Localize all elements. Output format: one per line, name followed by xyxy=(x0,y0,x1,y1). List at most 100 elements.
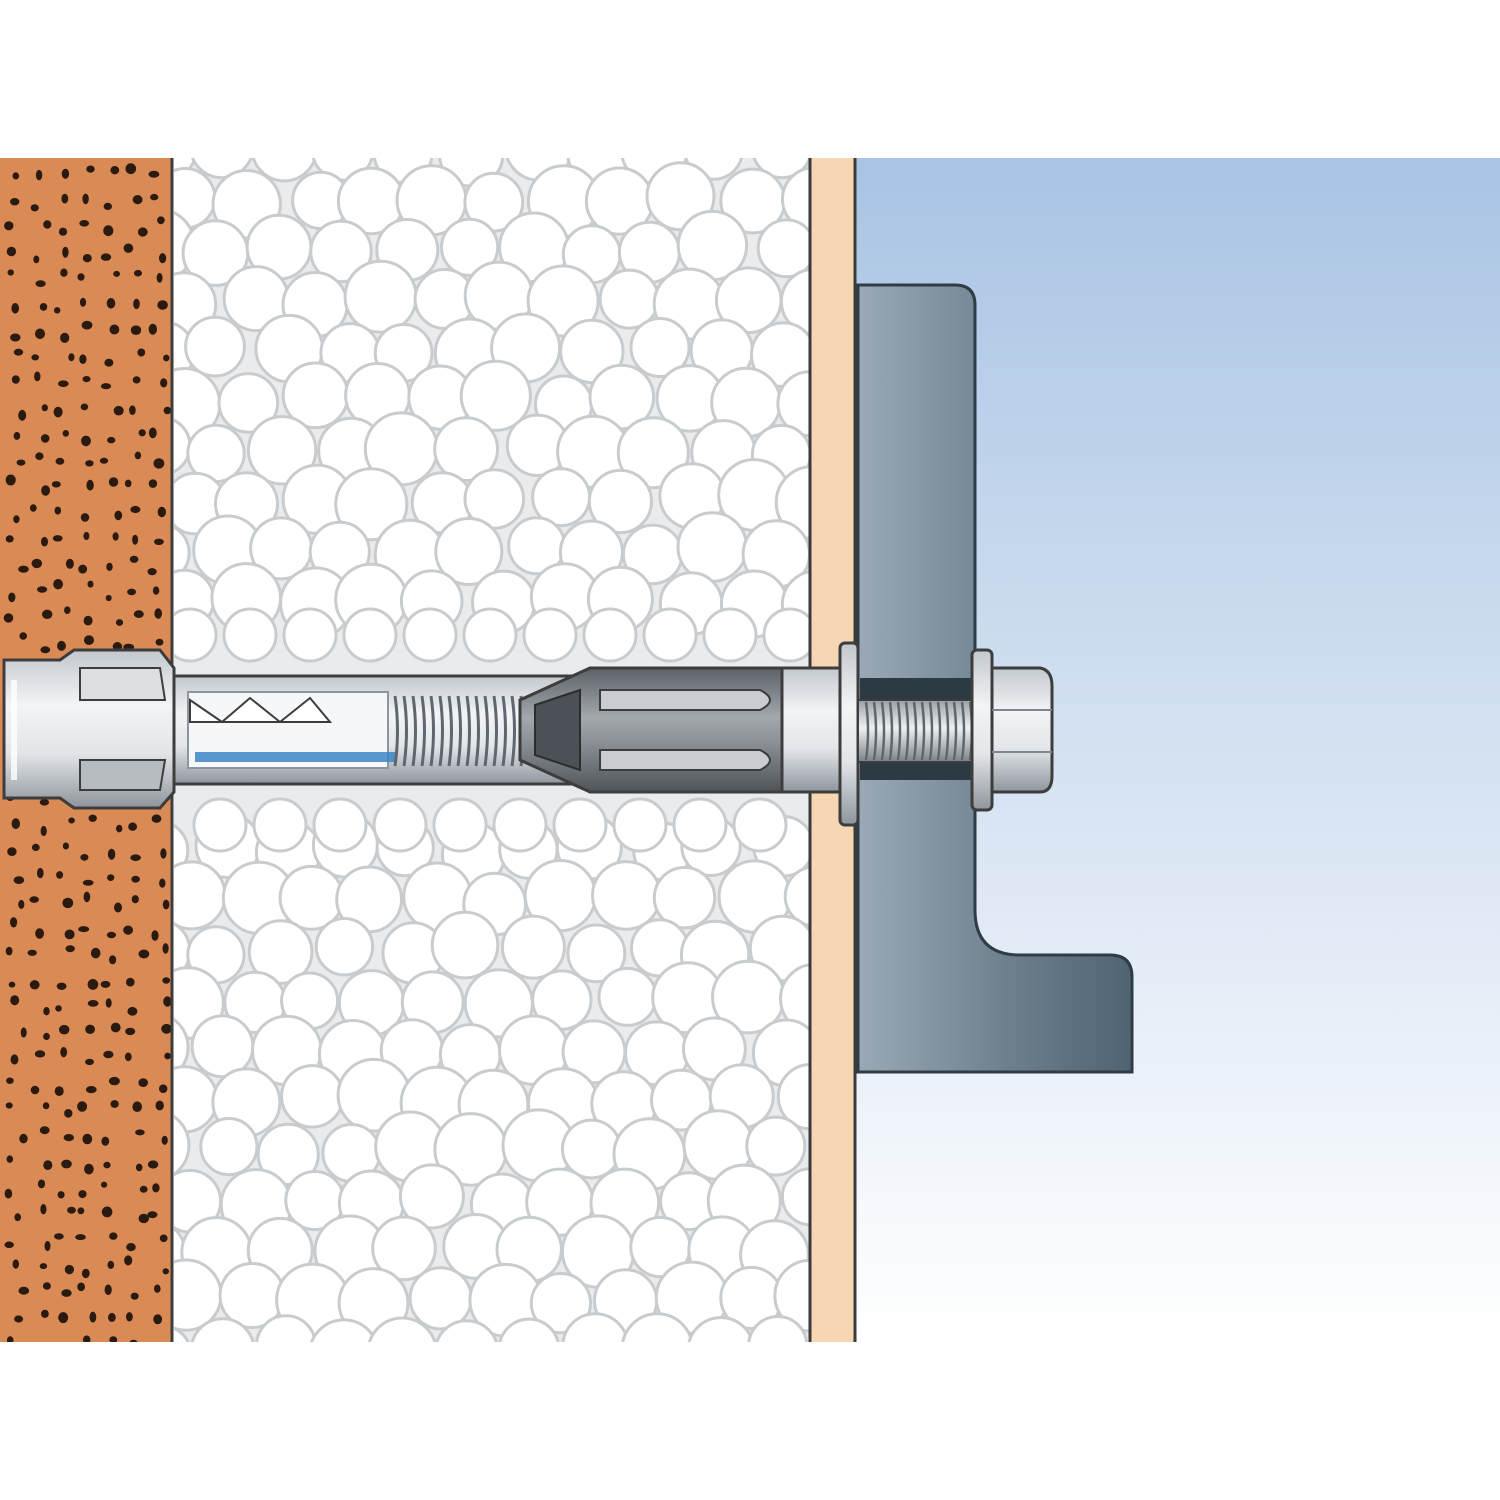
masonry-dot xyxy=(132,195,143,205)
insulation-bead xyxy=(174,1326,190,1342)
masonry-dot xyxy=(131,895,139,904)
masonry-dot xyxy=(109,955,117,965)
masonry-dot xyxy=(41,1309,49,1318)
masonry-dot xyxy=(55,1005,62,1012)
masonry-dot xyxy=(63,1134,74,1142)
insulation-bead xyxy=(591,860,662,931)
masonry-dot xyxy=(60,1047,68,1058)
masonry-dot xyxy=(39,799,50,806)
masonry-dot xyxy=(160,378,168,388)
masonry-dot xyxy=(160,848,167,859)
insulation-bead xyxy=(192,797,248,853)
masonry-dot xyxy=(153,1314,163,1325)
masonry-dot xyxy=(4,221,14,231)
masonry-dot xyxy=(57,1191,65,1199)
thread-line xyxy=(904,701,910,761)
masonry-dot xyxy=(5,535,14,543)
masonry-dot xyxy=(138,1213,150,1224)
masonry-dot xyxy=(132,376,141,384)
threaded-bolt xyxy=(857,699,989,763)
masonry-dot xyxy=(68,1343,76,1351)
insulation-bead xyxy=(672,797,728,853)
masonry-dot xyxy=(35,928,44,939)
thread-line xyxy=(402,695,408,767)
insulation-bead xyxy=(199,1117,259,1177)
masonry-dot xyxy=(18,899,25,909)
masonry-dot xyxy=(19,1133,28,1144)
masonry-dot xyxy=(147,568,157,576)
masonry-dot xyxy=(154,1284,161,1293)
masonry-dot xyxy=(115,619,124,626)
masonry-dot xyxy=(43,1007,50,1016)
masonry-dot xyxy=(64,1109,73,1118)
masonry-dot xyxy=(34,1050,46,1058)
masonry-dot xyxy=(84,1163,94,1175)
masonry-dot xyxy=(130,854,141,861)
insulation-bead xyxy=(280,1064,345,1129)
masonry-dot xyxy=(103,1050,114,1059)
masonry-dot xyxy=(13,515,20,524)
masonry-dot xyxy=(114,510,123,521)
masonry-dot xyxy=(110,166,120,175)
masonry-dot xyxy=(14,1315,24,1323)
masonry-dot xyxy=(151,930,159,941)
masonry-dot xyxy=(161,1023,172,1034)
masonry-dot xyxy=(77,1101,88,1112)
masonry-dot xyxy=(82,1133,93,1145)
thread-line xyxy=(447,695,453,767)
masonry-dot xyxy=(85,460,94,467)
masonry-dot xyxy=(152,586,160,595)
thread-line xyxy=(393,695,399,767)
masonry-dot xyxy=(79,354,87,365)
masonry-dot xyxy=(85,1058,94,1066)
masonry-dot xyxy=(6,1077,14,1084)
masonry-dot xyxy=(133,610,144,618)
masonry-dot xyxy=(129,555,139,563)
masonry-dot xyxy=(110,1022,121,1033)
masonry-dot xyxy=(157,506,166,518)
masonry-dot xyxy=(110,1100,119,1108)
insulation-bead xyxy=(435,1319,498,1342)
insulation-bead xyxy=(642,607,698,663)
masonry-dot xyxy=(68,817,75,824)
insulation-bead xyxy=(430,910,500,980)
masonry-dot xyxy=(78,564,88,574)
insulation-bead xyxy=(776,1063,810,1131)
masonry-dot xyxy=(43,220,52,229)
masonry-dot xyxy=(163,354,170,362)
insulation-bead xyxy=(255,1314,317,1342)
insulation-bead xyxy=(747,1315,808,1342)
masonry-dot xyxy=(62,246,69,258)
masonry-dot xyxy=(81,435,91,447)
masonry-dot xyxy=(107,848,116,860)
masonry-dot xyxy=(18,1286,30,1295)
masonry-dot xyxy=(42,1102,50,1110)
masonry-dot xyxy=(139,1185,148,1193)
masonry-dot xyxy=(116,824,123,833)
masonry-dot xyxy=(8,981,16,988)
masonry-dot xyxy=(125,1312,133,1322)
insulation-bead xyxy=(587,468,654,535)
masonry-dot xyxy=(54,506,62,515)
masonry-dot xyxy=(81,320,93,330)
masonry-dot xyxy=(154,608,162,619)
masonry-dot xyxy=(87,1000,99,1007)
masonry-dot xyxy=(148,170,160,178)
masonry-dot xyxy=(138,429,146,437)
masonry-dot xyxy=(10,333,21,342)
masonry-dot xyxy=(130,325,142,336)
insulation-bead xyxy=(310,1318,378,1342)
anchor-collar xyxy=(780,666,842,794)
masonry-dot xyxy=(104,1284,112,1296)
thread-line xyxy=(411,695,417,767)
masonry-dot xyxy=(6,1336,14,1342)
masonry-dot xyxy=(10,1054,19,1065)
masonry-dot xyxy=(147,1160,159,1169)
masonry-dot xyxy=(11,375,20,384)
masonry-dot xyxy=(82,376,91,383)
masonry-dot xyxy=(101,1136,110,1146)
masonry-dot xyxy=(133,298,140,310)
masonry-dot xyxy=(65,558,74,569)
anchor-washer-flange xyxy=(838,641,860,827)
